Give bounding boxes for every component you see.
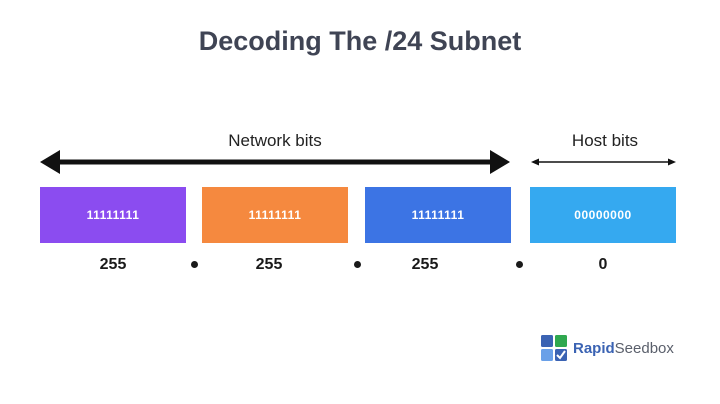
octet-3-binary: 11111111 — [411, 208, 465, 222]
octet-1-decimal: 255 — [99, 256, 127, 273]
logo-text-rapid: Rapid — [573, 339, 615, 357]
logo-text: RapidSeedbox — [573, 340, 674, 357]
octet-3-decimal: 255 — [411, 256, 439, 273]
separator-dot — [516, 261, 523, 268]
host-bits-label: Host bits — [571, 131, 639, 150]
page-title: Decoding The /24 Subnet — [198, 26, 522, 56]
octet-2-binary: 11111111 — [248, 208, 302, 222]
separator-dot — [191, 261, 198, 268]
rapidseedbox-logo-icon — [541, 335, 567, 361]
octet-1-box: 11111111 — [40, 187, 186, 243]
separator-dot — [354, 261, 361, 268]
logo-text-seedbox: Seedbox — [614, 339, 674, 357]
octet-4-decimal: 0 — [598, 256, 608, 273]
host-bits-arrow — [531, 158, 676, 166]
octet-3-box: 11111111 — [365, 187, 511, 243]
network-bits-label: Network bits — [228, 131, 322, 150]
octet-4-box: 00000000 — [530, 187, 676, 243]
octet-2-decimal: 255 — [255, 256, 283, 273]
octet-4-binary: 00000000 — [574, 208, 632, 222]
octet-2-box: 11111111 — [202, 187, 348, 243]
octet-1-binary: 11111111 — [86, 208, 140, 222]
network-bits-arrow — [40, 150, 510, 174]
rapidseedbox-logo: RapidSeedbox — [540, 334, 674, 362]
